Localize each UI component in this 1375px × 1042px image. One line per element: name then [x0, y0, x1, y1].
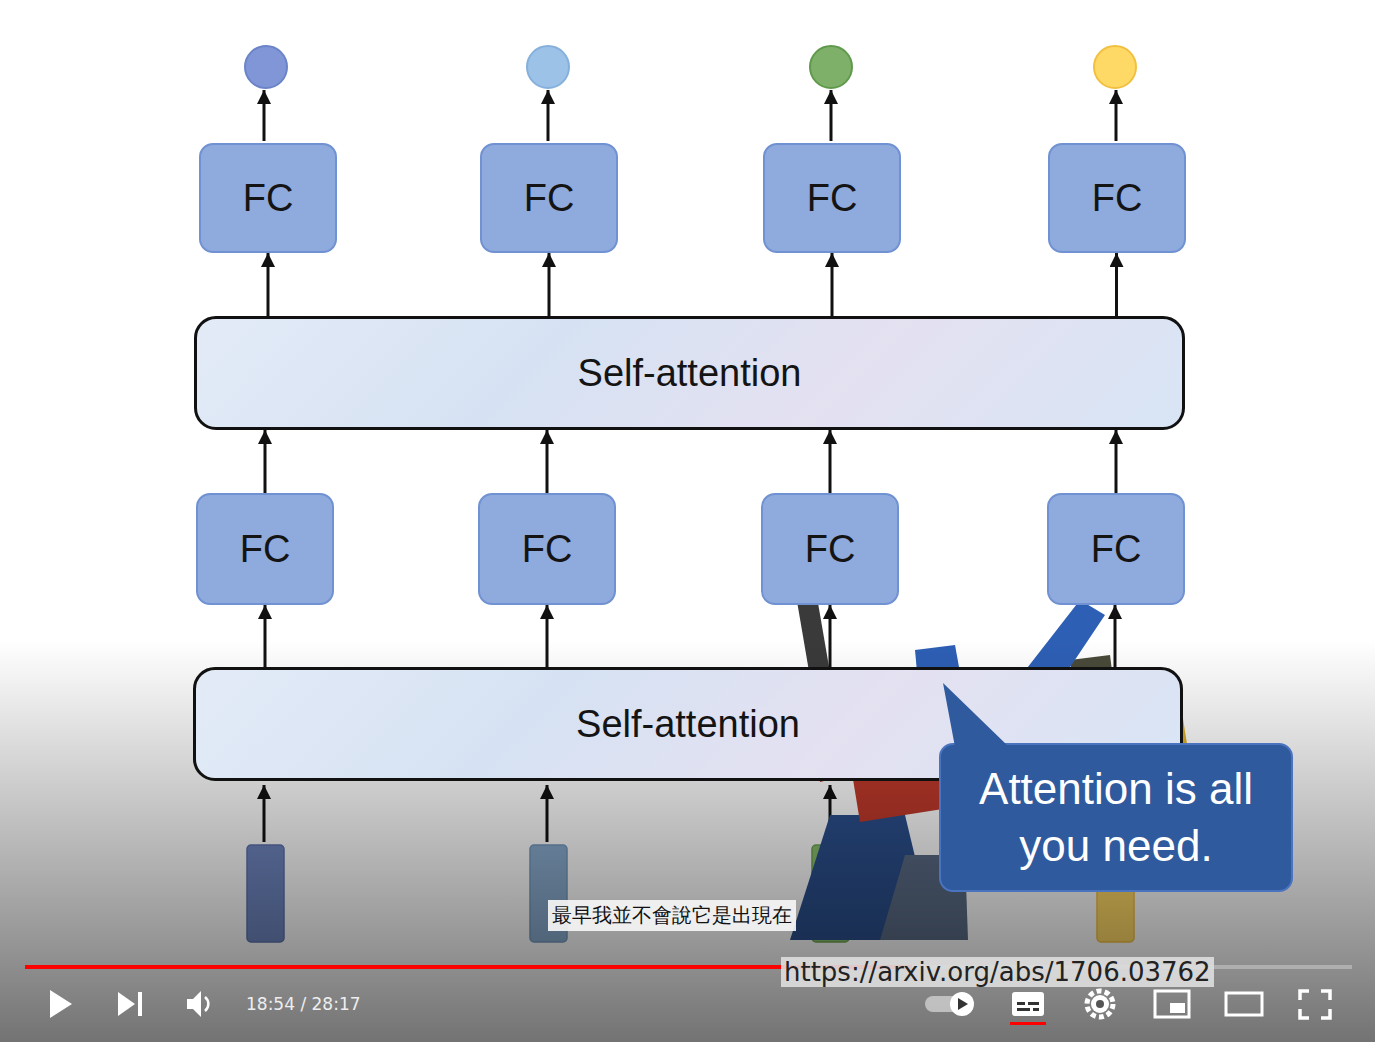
theater-icon	[1226, 993, 1262, 1015]
autoplay-play	[958, 998, 968, 1010]
output-arrow	[263, 90, 266, 141]
flow-arrow	[1115, 430, 1118, 493]
flow-arrow	[264, 605, 267, 667]
self-attention-band: Self-attention	[194, 316, 1185, 430]
autoplay-knob	[950, 992, 974, 1016]
subtitle-caption: 最早我並不會說它是出現在	[548, 900, 796, 931]
bubble-tail-shape	[943, 683, 1009, 747]
flow-arrow	[1114, 605, 1117, 667]
miniplayer-inner	[1170, 1003, 1185, 1013]
fc-box: FC	[199, 143, 337, 253]
node-text: Attention is all you need.	[955, 760, 1277, 874]
flow-arrow	[264, 430, 267, 493]
output-circle	[1094, 46, 1136, 88]
node-text: FC	[805, 528, 856, 571]
node-text: FC	[240, 528, 291, 571]
captions-active	[1010, 1022, 1046, 1025]
fc-box: FC	[1048, 143, 1186, 253]
node-text: Self-attention	[578, 352, 802, 395]
node-text: FC	[522, 528, 573, 571]
node-text: FC	[1092, 177, 1143, 220]
flow-arrow	[829, 605, 832, 667]
output-circle	[810, 46, 852, 88]
node-text: FC	[524, 177, 575, 220]
volume-wave	[205, 997, 208, 1011]
flow-arrow	[831, 253, 834, 316]
flow-arrow	[546, 430, 549, 493]
captions-line	[1033, 1008, 1039, 1011]
fc-box: FC	[478, 493, 616, 605]
settings-hole	[1096, 1000, 1104, 1008]
node-text: FC	[807, 177, 858, 220]
node-text: FC	[243, 177, 294, 220]
next-icon	[118, 992, 135, 1016]
progress-played	[25, 965, 912, 969]
next-icon-bar	[138, 992, 142, 1016]
flow-arrow	[267, 253, 270, 316]
captions-line	[1017, 1002, 1025, 1005]
captions-icon	[1012, 992, 1044, 1016]
output-arrow	[1115, 90, 1118, 141]
play-icon	[50, 990, 72, 1018]
settings-teeth	[1087, 991, 1113, 1017]
fc-box: FC	[763, 143, 901, 253]
output-arrow	[547, 90, 550, 141]
node-text: Self-attention	[576, 703, 800, 746]
fc-box: FC	[480, 143, 618, 253]
fc-box: FC	[1047, 493, 1185, 605]
settings-icon	[1091, 995, 1109, 1013]
time-display: 18:54 / 28:17	[246, 994, 361, 1014]
volume-icon	[187, 991, 201, 1017]
bubble-tail	[939, 743, 940, 744]
flow-arrow	[829, 430, 832, 493]
output-circle	[527, 46, 569, 88]
flow-arrow	[548, 253, 551, 316]
paper-url: https://arxiv.org/abs/1706.03762	[781, 957, 1214, 987]
flow-arrow	[1115, 253, 1118, 316]
miniplayer-icon	[1155, 991, 1189, 1017]
fullscreen-icon	[1300, 991, 1330, 1018]
fc-box: FC	[196, 493, 334, 605]
output-circle	[245, 46, 287, 88]
node-text: FC	[1091, 528, 1142, 571]
fc-box: FC	[761, 493, 899, 605]
speech-bubble: Attention is all you need.	[939, 743, 1293, 892]
captions-line	[1028, 1002, 1039, 1005]
flow-arrow	[546, 605, 549, 667]
output-arrow	[830, 90, 833, 141]
player-shade	[0, 640, 1375, 1042]
captions-line	[1017, 1008, 1030, 1011]
